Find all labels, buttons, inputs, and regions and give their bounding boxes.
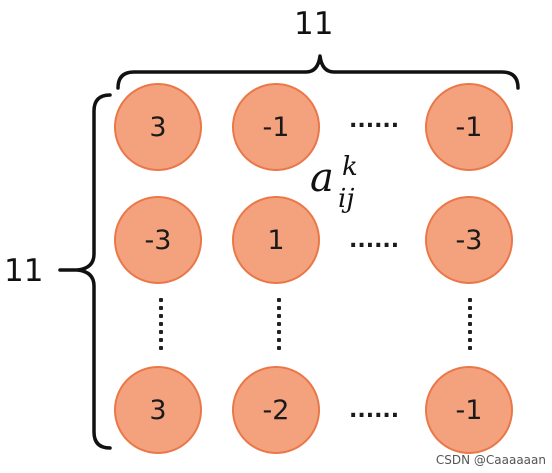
node-r1-c1: 3 [114, 83, 202, 171]
left-brace [76, 93, 112, 450]
colN-vertical-ellipsis [467, 298, 473, 350]
col1-vertical-ellipsis [158, 298, 164, 350]
row3-ellipsis: ...... [349, 398, 400, 423]
node-r3-c2: -2 [232, 366, 320, 454]
node-r2-c1: -3 [114, 196, 202, 284]
node-r1-c2: -1 [232, 83, 320, 171]
watermark: CSDN @Caaaaaan [435, 453, 546, 467]
node-r2-cN: -3 [425, 196, 513, 284]
row-count-label: 11 [4, 253, 44, 289]
node-r3-c1: 3 [114, 366, 202, 454]
col2-vertical-ellipsis [276, 298, 282, 350]
node-r3-cN: -1 [425, 366, 513, 454]
node-r2-c2: 1 [232, 196, 320, 284]
formula-a-ij-k: a k ij [310, 152, 358, 214]
column-count-label: 11 [294, 6, 334, 42]
top-brace [116, 54, 520, 90]
row2-ellipsis: ...... [349, 228, 400, 253]
formula-superscript: k [342, 152, 358, 182]
formula-subscript: ij [338, 184, 355, 214]
formula-base: a [310, 155, 334, 201]
row1-ellipsis: ...... [349, 108, 400, 133]
node-r1-cN: -1 [425, 83, 513, 171]
